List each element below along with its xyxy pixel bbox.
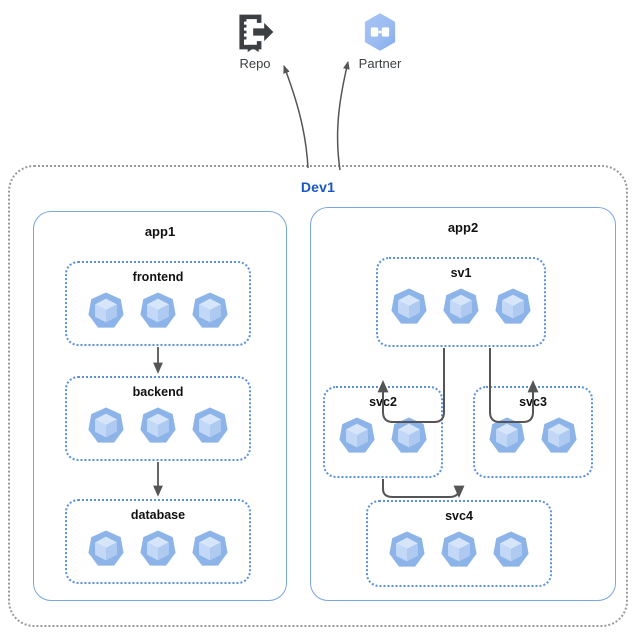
frontend-pod-row [67,291,249,331]
pod-icon[interactable] [488,416,526,456]
external-node-repo[interactable]: Repo [200,10,310,72]
service-box-svc2[interactable]: svc2 [323,386,443,478]
svc3-pod-row [475,416,591,456]
dev1-label: Dev1 [300,179,336,195]
pod-icon[interactable] [87,406,125,446]
pod-icon[interactable] [191,529,229,569]
external-node-repo-label: Repo [239,56,271,71]
svc2-pod-row [325,416,441,456]
app2-title: app2 [447,220,479,235]
pod-icon[interactable] [390,287,428,327]
backend-pod-row [67,406,249,446]
external-node-partner[interactable]: Partner [325,10,435,72]
svc2-title: svc2 [369,395,397,409]
pod-icon[interactable] [338,416,376,456]
pod-icon[interactable] [492,530,530,570]
partner-hexagon-icon [364,13,396,51]
sv1-title: sv1 [450,266,472,280]
connector-dev1-partner [336,60,350,171]
database-pod-row [67,529,249,569]
service-box-svc3[interactable]: svc3 [473,386,593,478]
pod-icon[interactable] [139,529,177,569]
service-box-frontend[interactable]: frontend [65,261,251,346]
pod-icon[interactable] [390,416,428,456]
connector-dev1-repo [283,64,309,169]
service-box-backend[interactable]: backend [65,376,251,461]
svc3-title: svc3 [519,395,547,409]
svc4-title: svc4 [445,509,473,523]
pod-icon[interactable] [191,406,229,446]
pod-icon[interactable] [87,529,125,569]
pod-icon[interactable] [540,416,578,456]
pod-icon[interactable] [440,530,478,570]
pod-icon[interactable] [139,291,177,331]
pod-icon[interactable] [388,530,426,570]
pod-icon[interactable] [494,287,532,327]
dev1-boundary [8,165,628,627]
pod-icon[interactable] [191,291,229,331]
database-title: database [130,508,186,522]
service-box-svc4[interactable]: svc4 [366,500,552,587]
pod-icon[interactable] [442,287,480,327]
external-node-partner-label: Partner [358,56,402,71]
backend-title: backend [132,385,184,399]
service-box-sv1[interactable]: sv1 [376,257,546,347]
pod-icon[interactable] [87,291,125,331]
repo-icon [239,14,274,53]
app1-title: app1 [144,224,176,239]
service-box-database[interactable]: database [65,499,251,584]
pod-icon[interactable] [139,406,177,446]
svc4-pod-row [368,530,550,570]
sv1-pod-row [378,287,544,327]
frontend-title: frontend [132,270,184,284]
